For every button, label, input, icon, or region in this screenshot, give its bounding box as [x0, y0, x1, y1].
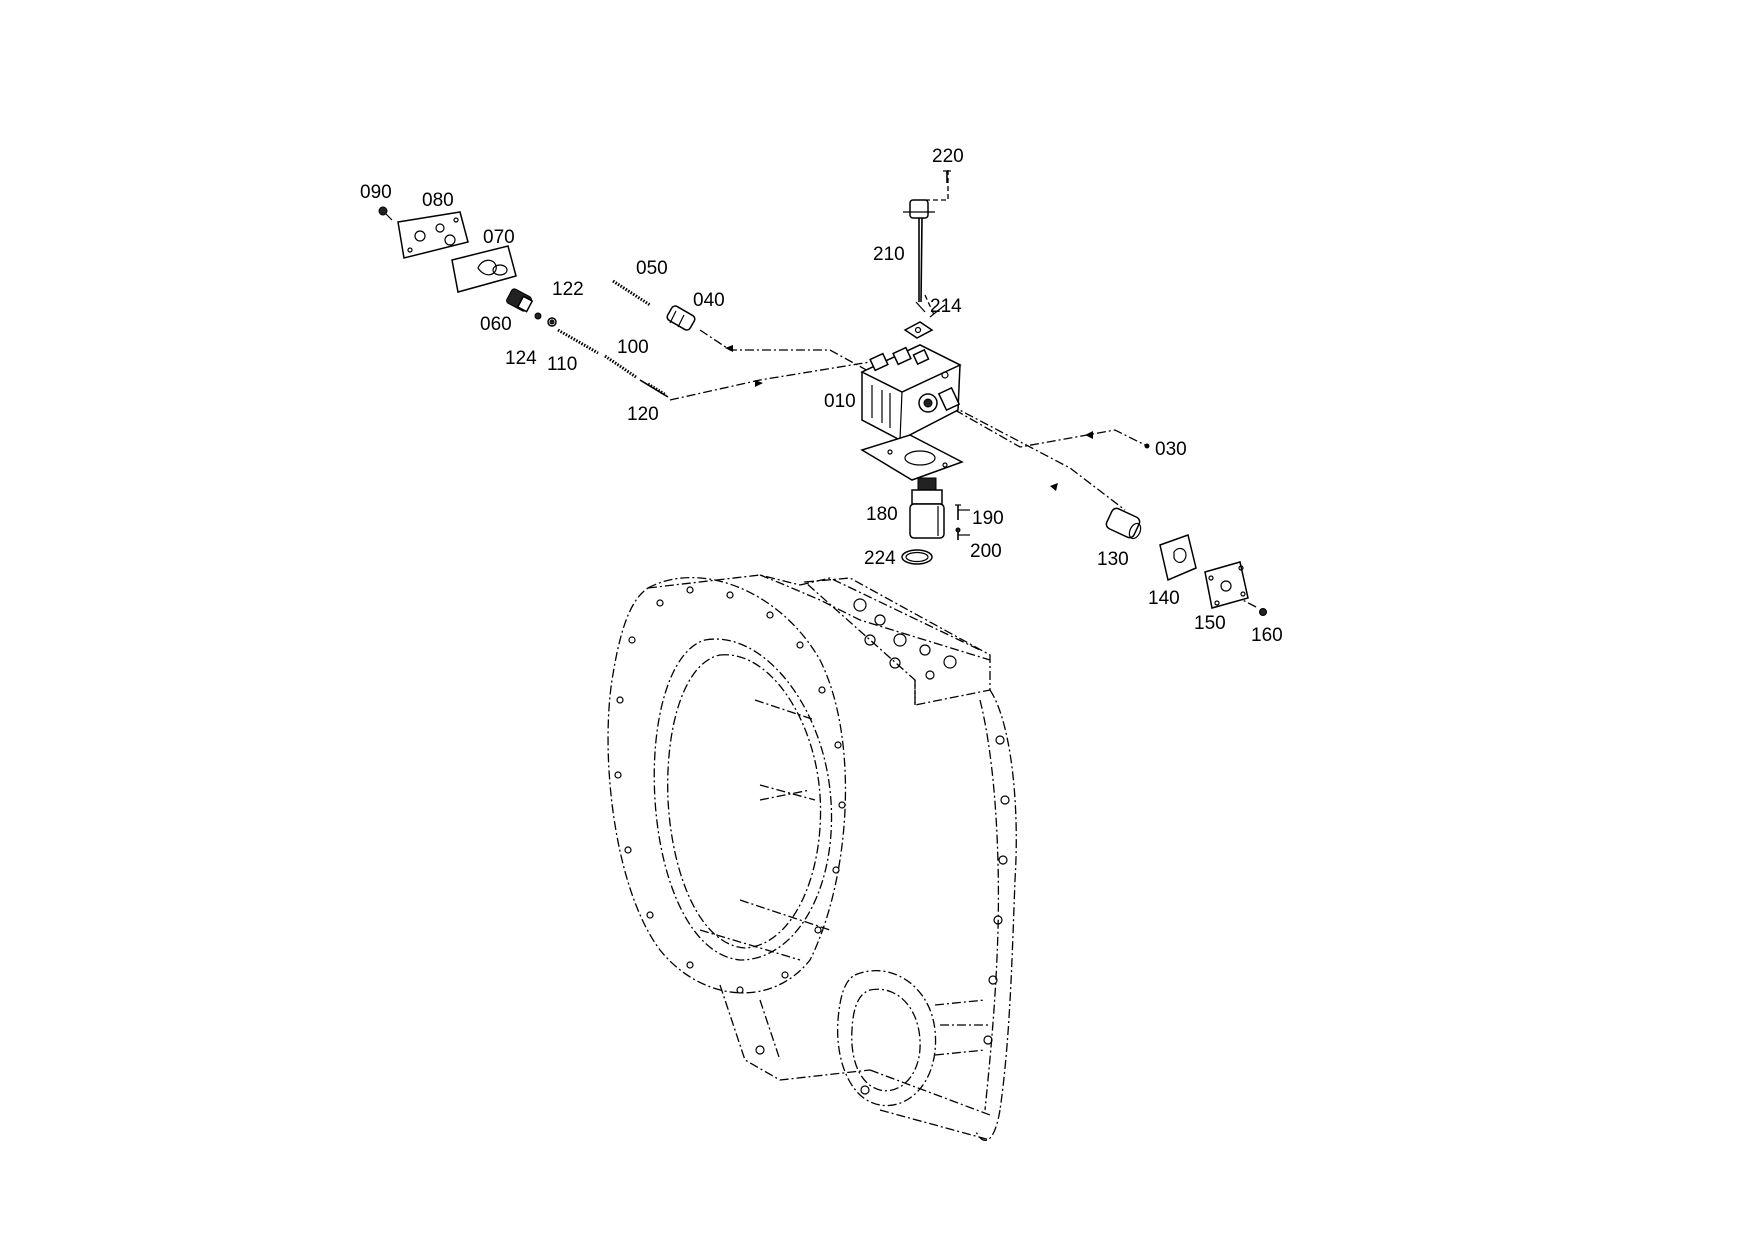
label-110: 110: [547, 354, 577, 375]
label-224: 224: [864, 548, 896, 569]
label-160: 160: [1251, 625, 1283, 646]
valve-pad-ports: [853, 598, 957, 680]
part-210-sensor: [903, 199, 935, 313]
part-050-spring: [612, 279, 651, 307]
label-060: 060: [480, 314, 512, 335]
label-220: 220: [932, 146, 964, 167]
label-190: 190: [972, 508, 1004, 529]
label-040: 040: [693, 290, 725, 311]
part-010-valve-block: [860, 344, 962, 441]
label-100: 100: [617, 337, 649, 358]
part-110-spring: [557, 328, 599, 355]
label-050: 050: [636, 258, 668, 279]
part-124-ball: [534, 312, 542, 320]
label-130: 130: [1097, 549, 1129, 570]
label-214: 214: [930, 296, 962, 317]
label-210: 210: [873, 244, 905, 265]
part-200-screw: [955, 527, 961, 540]
part-214-washer: [903, 321, 934, 339]
flange-bolt-holes: [614, 586, 1010, 1095]
part-160-screw: [1259, 608, 1267, 616]
label-200: 200: [970, 541, 1002, 562]
part-120-pin: [639, 379, 669, 398]
label-080: 080: [422, 190, 454, 211]
part-220-screw: [943, 170, 951, 183]
part-130-plug: [1105, 507, 1142, 540]
part-090-screw: [378, 206, 393, 221]
label-122: 122: [552, 279, 584, 300]
leader-lines: [929, 304, 970, 536]
part-060-plug: [506, 288, 534, 313]
label-010: 010: [824, 391, 856, 412]
part-180-solenoid: [909, 477, 945, 539]
transmission-housing: [607, 574, 1017, 1142]
part-190-pin: [955, 504, 961, 520]
part-150-cover: [1204, 561, 1249, 609]
label-180: 180: [866, 504, 898, 525]
part-070-gasket: [451, 245, 517, 293]
label-150: 150: [1194, 613, 1226, 634]
part-100-spring: [604, 354, 637, 379]
part-224-o-ring: [901, 549, 933, 565]
part-040-piston: [666, 305, 696, 331]
part-122-washer: [547, 317, 557, 327]
part-080-cover: [397, 211, 469, 259]
label-140: 140: [1148, 588, 1180, 609]
label-120: 120: [627, 404, 659, 425]
label-030: 030: [1155, 439, 1187, 460]
part-140-gasket: [1159, 534, 1197, 582]
part-valve-block-gasket: [860, 434, 964, 481]
part-labels: 090 080 070 050 040 122 060 100 124 110 …: [360, 146, 1283, 646]
label-070: 070: [483, 227, 515, 248]
label-090: 090: [360, 182, 392, 203]
label-124: 124: [505, 348, 537, 369]
